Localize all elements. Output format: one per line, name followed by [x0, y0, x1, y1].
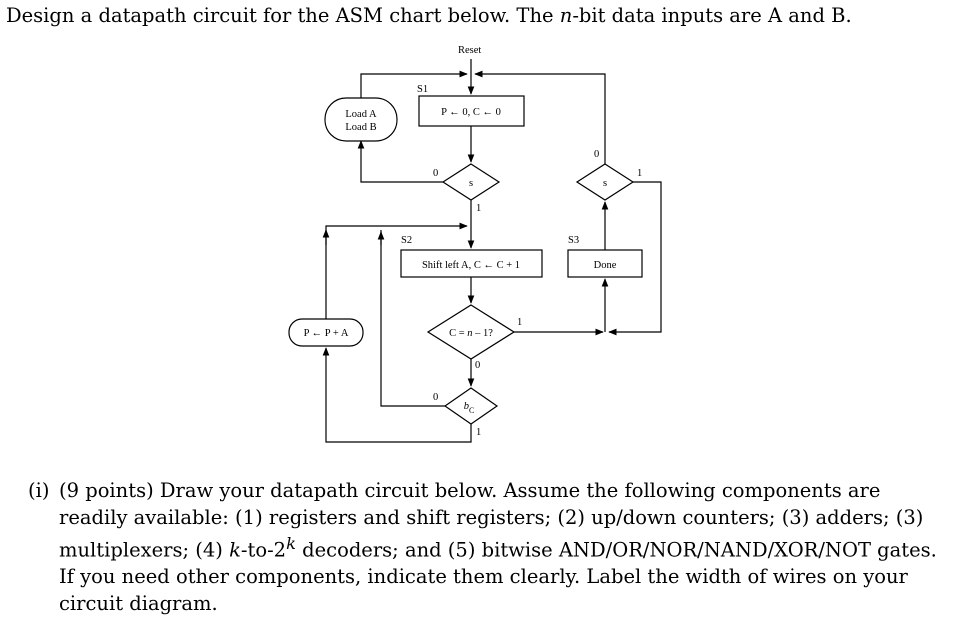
- count-prefix: C =: [449, 328, 467, 339]
- bit-one-wire: [322, 347, 472, 443]
- question-number: (i): [28, 479, 50, 502]
- question-k: k: [229, 538, 241, 562]
- s3-zero-label: 0: [594, 149, 599, 160]
- count-zero-label: 0: [475, 360, 480, 371]
- s1-zero-wire: [357, 140, 443, 183]
- state-s3-label: S3: [568, 235, 579, 246]
- s1-zero-label: 0: [433, 168, 438, 179]
- intro-text-end: -bit data inputs are A and B.: [572, 4, 852, 27]
- bit-sub: C: [469, 406, 474, 415]
- question-i: (i) (9 points) Draw your datapath circui…: [28, 478, 948, 617]
- bit-cond-label: bC: [464, 401, 475, 415]
- reset-label: Reset: [458, 45, 481, 56]
- bit-zero-label: 0: [433, 392, 438, 403]
- bit-one-label: 1: [476, 427, 481, 438]
- load-return-wire: [360, 70, 468, 98]
- load-b-label: Load B: [345, 122, 376, 133]
- add-box-label: P ← P + A: [304, 328, 349, 339]
- bit-var: b: [464, 401, 469, 412]
- load-a-label: Load A: [345, 109, 377, 120]
- count-one-label: 1: [517, 317, 522, 328]
- s1-one-label: 1: [476, 203, 481, 214]
- intro-text-start: Design a datapath circuit for the ASM ch…: [6, 4, 560, 27]
- problem-intro: Design a datapath circuit for the ASM ch…: [6, 4, 852, 27]
- state-s2-label: S2: [401, 235, 412, 246]
- s3-one-wire: [608, 181, 662, 336]
- count-suffix: – 1?: [473, 328, 494, 339]
- add-return-wire: [325, 222, 468, 319]
- s3-one-label: 1: [637, 168, 642, 179]
- shift-box-label: Shift left A, C ← C + 1: [422, 260, 520, 271]
- s1-cond-label: s: [469, 178, 473, 189]
- question-text: (9 points) Draw your datapath circuit be…: [59, 479, 924, 562]
- s3-zero-wire: [474, 70, 606, 164]
- bit-zero-wire: [380, 230, 445, 407]
- s3-decision: [575, 163, 635, 201]
- done-box-label: Done: [594, 260, 617, 271]
- count-cond-label: C = n – 1?: [449, 328, 493, 339]
- s3-cond-label: s: [603, 178, 607, 189]
- question-body: (9 points) Draw your datapath circuit be…: [59, 478, 948, 617]
- asm-chart: Reset S1 P ← 0, C ← 0 Load A Load B s 0 …: [288, 45, 662, 443]
- question-decoder-mid: -to-2: [240, 538, 287, 562]
- state-s1-label: S1: [417, 84, 428, 95]
- init-box-label: P ← 0, C ← 0: [441, 107, 501, 118]
- count-var-n: n: [467, 328, 472, 339]
- question-k-sup: k: [286, 534, 296, 553]
- intro-var-n: n: [559, 4, 573, 27]
